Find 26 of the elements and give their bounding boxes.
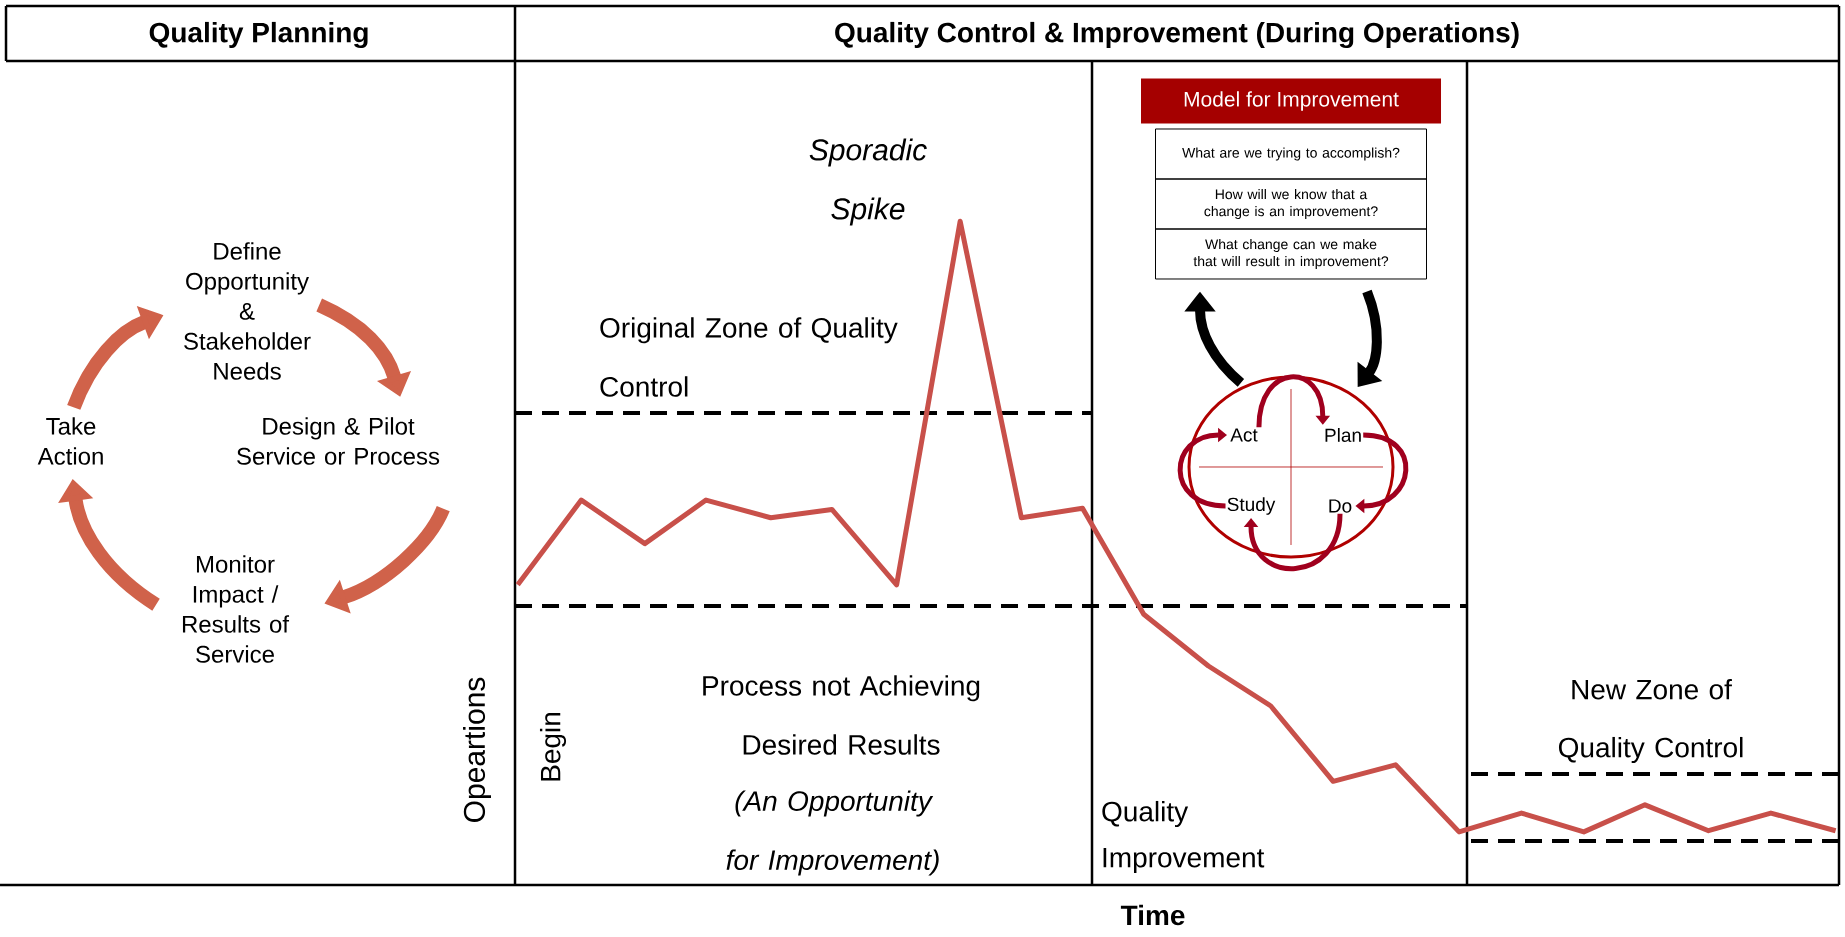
- step-text: Design & Pilot Service or Process: [237, 417, 440, 465]
- step-text: Define Opportunity & Stakeholder Needs: [184, 242, 311, 380]
- quadrant-label: Plan: [1325, 428, 1361, 442]
- question-box: What are we trying to accomplish?: [1155, 128, 1427, 180]
- column-header: Quality Planning: [149, 21, 368, 49]
- zone-label: New Zone of Quality Control: [1558, 678, 1743, 763]
- quadrant-label: Do: [1329, 499, 1352, 513]
- annotation-text: Process not Achieving Desired Results: [703, 675, 980, 755]
- zone-label: Original Zone of Quality Control: [600, 317, 898, 397]
- cycle-ellipse: [1187, 375, 1395, 559]
- annotation-text: Sporadic Spike: [809, 138, 927, 226]
- curved-arrow: [1256, 374, 1331, 428]
- title-bar: Model for Improvement: [1141, 78, 1441, 124]
- phase-label: Quality Improvement: [1102, 800, 1265, 874]
- axis-label: Begin: [539, 713, 567, 781]
- curved-arrow: [1243, 513, 1343, 571]
- step-text: Monitor Impact / Results of Service: [182, 555, 290, 663]
- axis-label: Time: [1120, 904, 1185, 926]
- axis-label: Opeartions: [463, 677, 491, 822]
- annotation-text: (An Opportunity for Improvement): [726, 790, 939, 876]
- step-text: Take Action: [37, 417, 103, 465]
- question-box: What change can we make that will result in improvement?: [1155, 228, 1427, 280]
- quadrant-label: Study: [1227, 497, 1276, 515]
- quadrant-label: Act: [1230, 428, 1258, 442]
- column-header: Quality Control & Improvement (During Operations): [835, 21, 1519, 49]
- question-box: How will we know that a change is an improvement?: [1155, 178, 1427, 230]
